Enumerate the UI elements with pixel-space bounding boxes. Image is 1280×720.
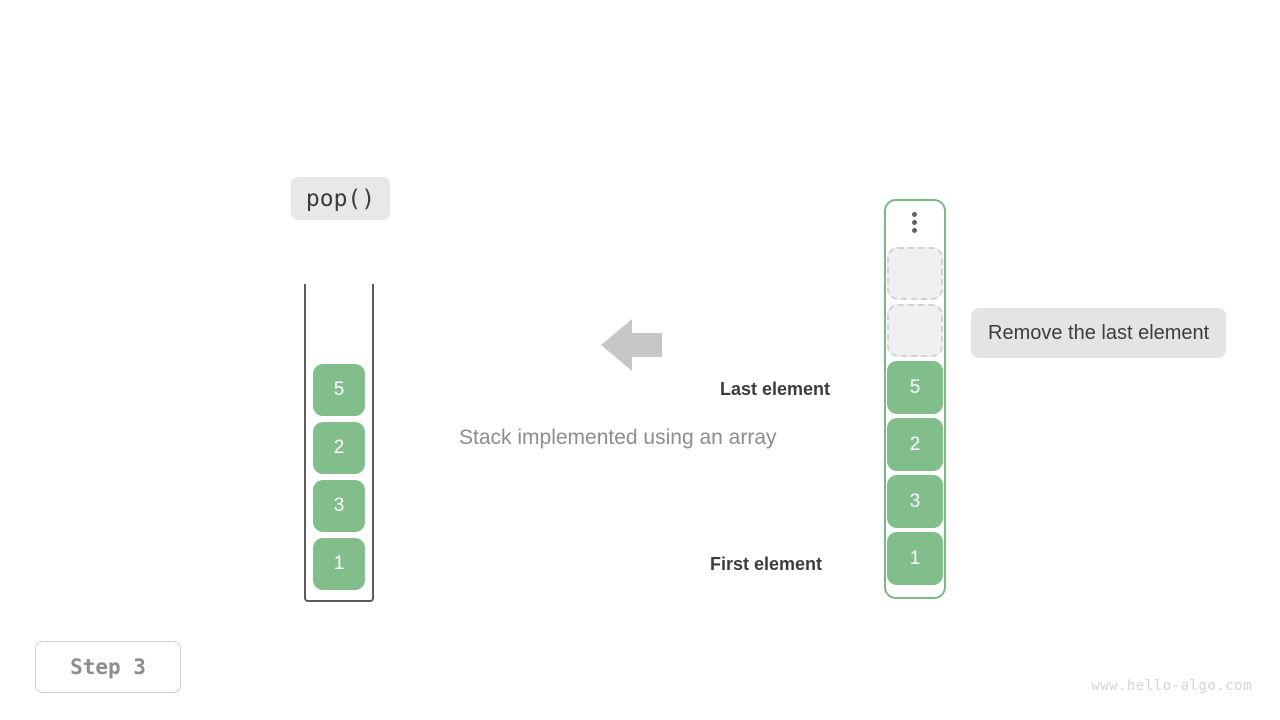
- arrow-left-icon: [601, 319, 662, 371]
- stack-cell: 1: [313, 538, 365, 590]
- step-badge: Step 3: [35, 641, 181, 693]
- stack-cell: 5: [313, 364, 365, 416]
- last-element-label: Last element: [720, 379, 831, 399]
- diagram-caption: Stack implemented using an array: [459, 426, 777, 449]
- watermark: www.hello-algo.com: [1091, 678, 1252, 694]
- stack-cell-list: 5 2 3 1: [313, 364, 365, 590]
- ellipsis-dot: [911, 220, 917, 225]
- stack-cell: 3: [313, 480, 365, 532]
- ellipsis-dot: [911, 228, 917, 233]
- array-cell: 3: [887, 475, 943, 528]
- vertical-ellipsis-icon: [910, 212, 918, 233]
- array-cell: 2: [887, 418, 943, 471]
- first-element-label: First element: [710, 554, 823, 574]
- annotation-callout: Remove the last element: [971, 308, 1227, 358]
- ellipsis-dot: [911, 212, 917, 217]
- array-empty-slot: [887, 304, 943, 357]
- operation-label: pop(): [291, 177, 390, 220]
- stack-cell: 2: [313, 422, 365, 474]
- stack-container: [304, 284, 374, 602]
- array-cell: 5: [887, 361, 943, 414]
- array-cell-list: 5 2 3 1: [887, 247, 943, 585]
- array-empty-slot: [887, 247, 943, 300]
- array-cell: 1: [887, 532, 943, 585]
